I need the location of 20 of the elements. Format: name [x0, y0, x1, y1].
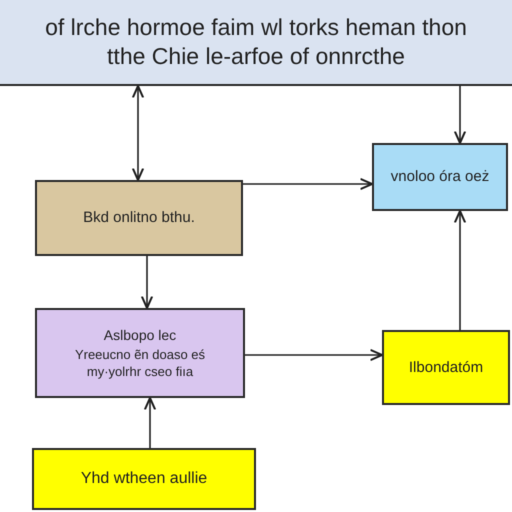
arrow: [454, 210, 466, 330]
arrow: [245, 348, 384, 362]
box-heading: Aslbopo lec: [104, 326, 176, 344]
box-label: Ilbondatóm: [408, 358, 484, 378]
process-box: [372, 143, 508, 211]
arrow: [243, 178, 374, 190]
process-box: [35, 180, 243, 256]
box-label: vnoloo óra oeż: [390, 167, 490, 187]
arrow: [454, 86, 466, 144]
box-label: Bkd onlitno bthu.: [83, 208, 195, 228]
header-band: [0, 0, 512, 86]
process-box: [382, 330, 510, 405]
arrow: [132, 84, 144, 182]
process-box: [32, 448, 256, 510]
header-title: of lrche hormoe faim wl torks heman thon tthe Chie le-arfoe of onnrcthe: [44, 13, 468, 71]
arrow: [144, 396, 156, 448]
box-body-text: Yreeucno ẽn doaso eś my·yolrhr cseo fiıa: [74, 346, 206, 380]
arrow: [140, 256, 154, 310]
box-label: Yhd wtheen aullie: [80, 468, 208, 489]
process-box: [35, 308, 245, 398]
